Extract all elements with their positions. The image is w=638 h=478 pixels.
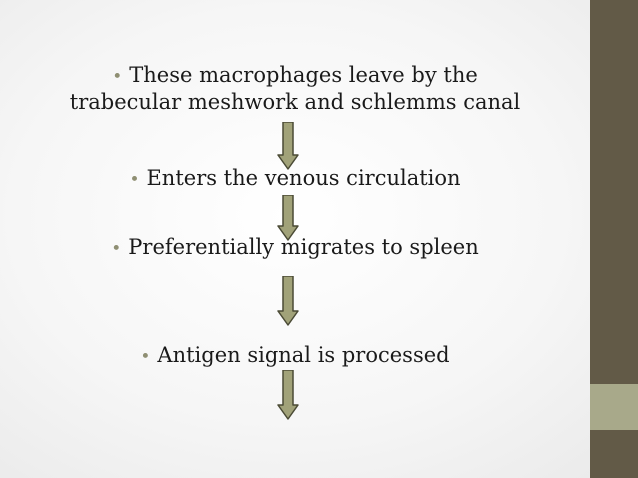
bullet-dot: •	[129, 170, 140, 190]
bullet-item-1-line2: trabecular meshwork and schlemms canal	[69, 90, 521, 114]
bullet-item-2: • Enters the venous circulation	[0, 165, 590, 194]
down-arrow-icon	[277, 195, 299, 241]
bullet-dot: •	[112, 67, 123, 87]
down-arrow-icon	[277, 370, 299, 420]
down-arrow-icon	[277, 122, 299, 170]
bullet-item-4: • Antigen signal is processed	[0, 342, 590, 371]
bullet-item-3: • Preferentially migrates to spleen	[0, 234, 590, 263]
bullet-item-4-text: Antigen signal is processed	[157, 343, 450, 367]
bullet-item-1: • These macrophages leave by the	[0, 62, 590, 91]
bullet-dot: •	[111, 239, 122, 259]
bullet-dot: •	[140, 347, 151, 367]
bullet-item-2-text: Enters the venous circulation	[146, 166, 461, 190]
sidebar-accent-block	[590, 384, 638, 430]
bullet-item-1-continuation: trabecular meshwork and schlemms canal	[0, 89, 590, 116]
bullet-item-1-line1: These macrophages leave by the	[129, 63, 478, 87]
bullet-item-3-text: Preferentially migrates to spleen	[128, 235, 479, 259]
down-arrow-icon	[277, 276, 299, 326]
